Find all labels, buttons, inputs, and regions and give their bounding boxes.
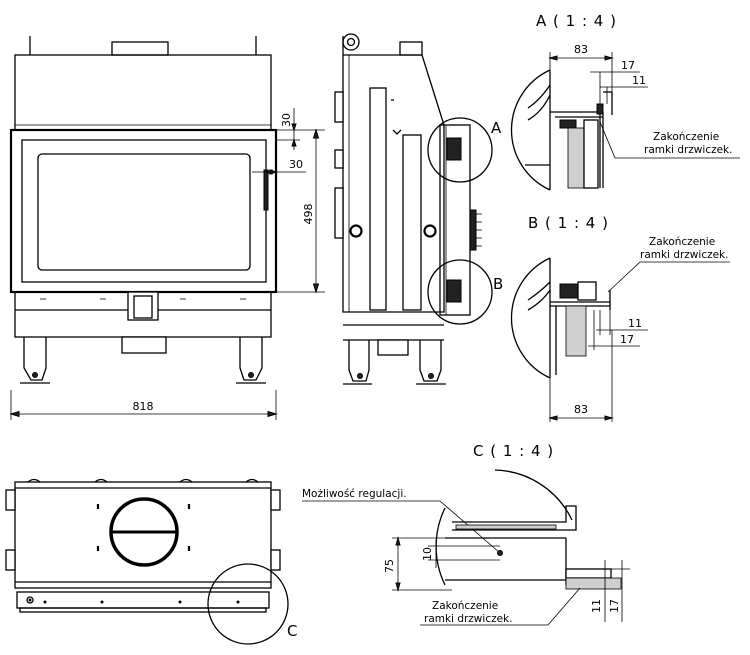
detail-b-title: B ( 1 : 4 ) bbox=[528, 214, 609, 232]
detail-c-note-line1: Zakończenie bbox=[432, 600, 498, 612]
detail-c-dim-11: 11 bbox=[590, 599, 603, 613]
dim-frame-top: 30 bbox=[280, 113, 293, 127]
detail-b-dim-17: 17 bbox=[620, 333, 634, 346]
detail-a-dim-11: 11 bbox=[632, 74, 646, 87]
detail-c-dim-10: 10 bbox=[421, 547, 434, 561]
side-view: A B bbox=[334, 33, 504, 385]
detail-b-note-line2: ramki drzwiczek. bbox=[640, 249, 728, 261]
detail-c-note-adjust: Możliwość regulacji. bbox=[302, 488, 407, 500]
detail-a: A ( 1 : 4 ) 83 17 11 Zakończenie ra bbox=[510, 12, 740, 191]
dim-frame-side: 30 bbox=[289, 158, 303, 171]
detail-b-note-line1: Zakończenie bbox=[649, 236, 715, 248]
detail-c-dim-75: 75 bbox=[383, 559, 396, 573]
detail-b: B ( 1 : 4 ) Zakończenie ramki drzwiczek.… bbox=[510, 214, 730, 422]
top-view: C bbox=[5, 478, 298, 645]
detail-c-note-line2: ramki drzwiczek. bbox=[424, 613, 512, 625]
detail-a-dim-83: 83 bbox=[574, 43, 588, 56]
callout-b: B bbox=[493, 275, 504, 293]
detail-a-dim-17: 17 bbox=[621, 59, 635, 72]
detail-c-title: C ( 1 : 4 ) bbox=[473, 442, 554, 460]
detail-b-dim-11: 11 bbox=[628, 317, 642, 330]
front-view: 818 498 30 30 bbox=[9, 36, 325, 420]
detail-a-note-line2: ramki drzwiczek. bbox=[644, 144, 732, 156]
detail-b-dim-83: 83 bbox=[574, 403, 588, 416]
callout-a: A bbox=[491, 119, 502, 137]
detail-a-note-line1: Zakończenie bbox=[653, 131, 719, 143]
dim-height: 498 bbox=[302, 204, 315, 225]
callout-c: C bbox=[287, 622, 298, 640]
dim-width: 818 bbox=[133, 400, 154, 413]
detail-c-dim-17: 17 bbox=[608, 599, 621, 613]
detail-a-title: A ( 1 : 4 ) bbox=[536, 12, 617, 30]
detail-c: C ( 1 : 4 ) Możliwość regulacji. 75 10 bbox=[302, 442, 630, 626]
